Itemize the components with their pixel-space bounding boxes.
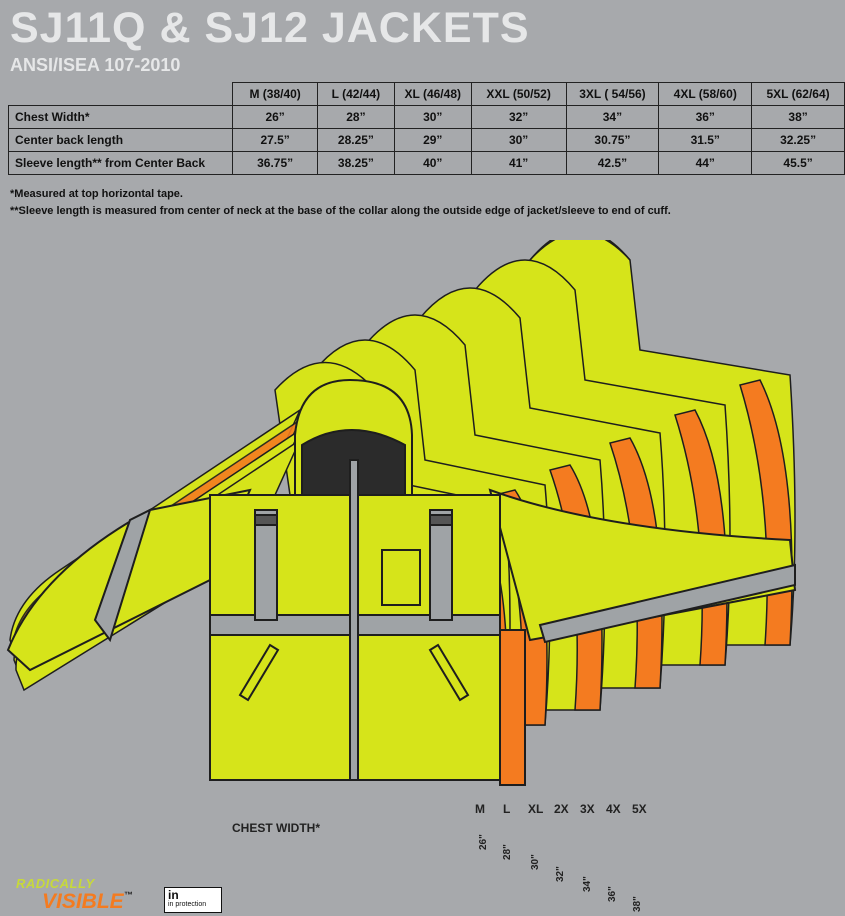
column-header: XXL (50/52) bbox=[470, 82, 567, 106]
scale-value-label: 36" bbox=[607, 886, 618, 902]
scale-size-label: L bbox=[503, 802, 511, 816]
table-cell: 32” bbox=[470, 105, 567, 129]
scale-value-label: 26" bbox=[478, 834, 489, 850]
brand-visible-logo: VISIBLE™ bbox=[42, 890, 133, 914]
footnote-chest: *Measured at top horizontal tape. bbox=[10, 188, 183, 200]
in-logo-text: in bbox=[168, 888, 179, 902]
table-cell: 27.5” bbox=[232, 128, 318, 152]
scale-size-label: XL bbox=[528, 802, 544, 816]
in-protection-logo: in in protection bbox=[164, 887, 222, 913]
chest-width-label: CHEST WIDTH* bbox=[232, 821, 320, 835]
table-row: Center back length 27.5” 28.25” 29” 30” … bbox=[7, 128, 845, 152]
scale-size-label: 4X bbox=[606, 802, 621, 816]
table-cell: 44” bbox=[658, 151, 753, 175]
scale-size-label: M bbox=[475, 802, 485, 816]
column-header: XL (46/48) bbox=[393, 82, 472, 106]
table-cell: 28.25” bbox=[317, 128, 395, 152]
row-label: Sleeve length** from Center Back bbox=[7, 151, 234, 175]
table-cell: 30” bbox=[470, 128, 567, 152]
table-cell: 28” bbox=[317, 105, 395, 129]
table-cell: 36” bbox=[658, 105, 753, 129]
scale-value-label: 30" bbox=[530, 854, 541, 870]
jacket-size-illustration bbox=[6, 240, 797, 786]
page-subtitle: ANSI/ISEA 107-2010 bbox=[10, 55, 181, 75]
brand-tm: ™ bbox=[123, 890, 133, 900]
row-label: Center back length bbox=[7, 128, 234, 152]
table-cell: 40” bbox=[393, 151, 472, 175]
scale-size-label: 2X bbox=[554, 802, 569, 816]
row-label: Chest Width* bbox=[7, 105, 234, 129]
page-title: SJ11Q & SJ12 JACKETS bbox=[10, 4, 530, 52]
column-header: 5XL (62/64) bbox=[751, 82, 845, 106]
scale-size-label: 5X bbox=[632, 802, 647, 816]
table-cell: 26” bbox=[232, 105, 318, 129]
table-cell: 30” bbox=[393, 105, 472, 129]
jacket-m bbox=[6, 378, 797, 786]
table-cell: 42.5” bbox=[565, 151, 660, 175]
table-corner bbox=[9, 83, 233, 106]
footnote-sleeve: **Sleeve length is measured from center … bbox=[10, 205, 671, 217]
size-chart-table: M (38/40) L (42/44) XL (46/48) XXL (50/5… bbox=[7, 82, 845, 175]
table-header-row: M (38/40) L (42/44) XL (46/48) XXL (50/5… bbox=[9, 82, 845, 106]
in-protection-text: in protection bbox=[168, 901, 207, 908]
table-cell: 36.75” bbox=[232, 151, 318, 175]
column-header: L (42/44) bbox=[317, 82, 395, 106]
table-cell: 34” bbox=[565, 105, 660, 129]
table-cell: 41” bbox=[470, 151, 567, 175]
table-cell: 38.25” bbox=[317, 151, 395, 175]
scale-size-label: 3X bbox=[580, 802, 595, 816]
table-row: Chest Width* 26” 28” 30” 32” 34” 36” 38” bbox=[7, 105, 845, 129]
table-cell: 29” bbox=[393, 128, 472, 152]
column-header: 3XL ( 54/56) bbox=[565, 82, 660, 106]
table-cell: 32.25” bbox=[751, 128, 845, 152]
column-header: M (38/40) bbox=[232, 82, 318, 106]
table-cell: 45.5” bbox=[751, 151, 845, 175]
table-cell: 30.75” bbox=[565, 128, 660, 152]
scale-value-label: 34" bbox=[582, 876, 593, 892]
scale-value-label: 38" bbox=[632, 896, 643, 912]
table-cell: 31.5” bbox=[658, 128, 753, 152]
scale-value-label: 32" bbox=[555, 866, 566, 882]
brand-visible-text: VISIBLE bbox=[42, 890, 124, 913]
table-cell: 38” bbox=[751, 105, 845, 129]
scale-value-label: 28" bbox=[502, 844, 513, 860]
table-row: Sleeve length** from Center Back 36.75” … bbox=[7, 151, 845, 175]
brand-radically-logo: RADICALLY bbox=[16, 876, 95, 891]
column-header: 4XL (58/60) bbox=[658, 82, 753, 106]
